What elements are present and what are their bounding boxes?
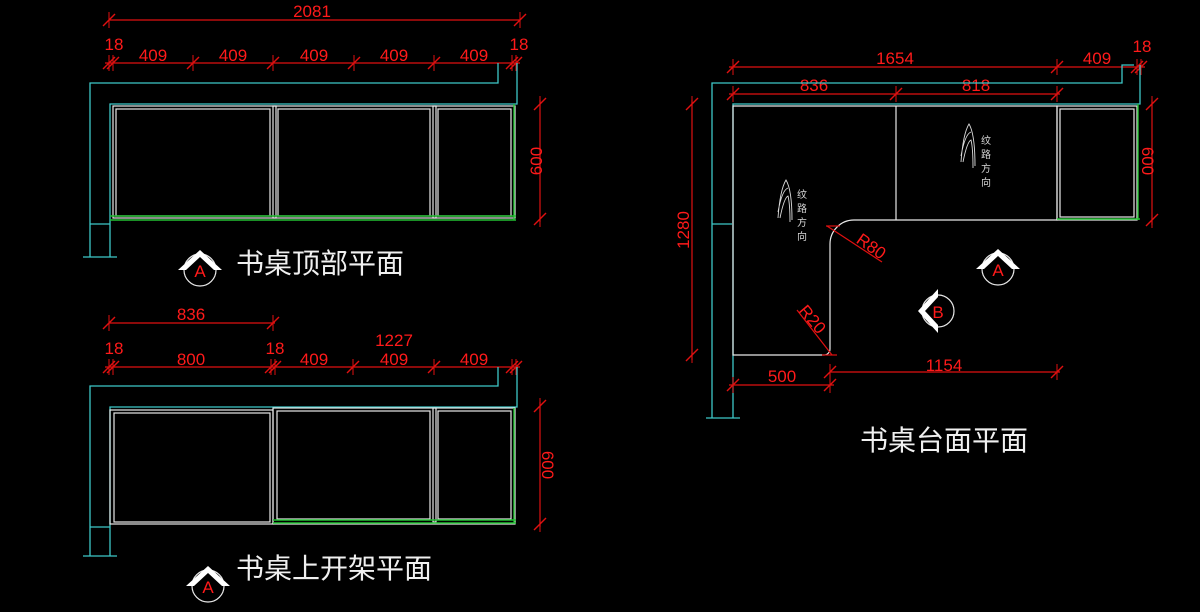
cabinet-panels [110,104,516,221]
dimension-label: 409 [1083,49,1111,68]
dimension-label: 500 [768,367,796,386]
section-label: A [202,578,214,597]
dimension-label: 409 [380,46,408,65]
dimension-label: 18 [1133,37,1152,56]
section-marker-b: B [918,289,955,333]
wall-outline [706,64,1141,419]
shelf-plan: 836 18 18 800 409 1227 409 409 [83,305,557,603]
shelf-panels [109,407,516,525]
radius-label: R20 [795,301,830,337]
dimension-label: 409 [460,350,488,369]
dimension-bays: 18 18 409 409 409 409 409 [102,35,529,72]
dimension-label: 1154 [926,356,963,375]
grain-direction-note: 纹 路 方 向 纹 路 方 向 [777,123,991,243]
dimension-label: 18 [105,339,124,358]
grain-icon [960,123,976,169]
dimension-depth: 600 [1138,95,1159,229]
top-plan: 2081 18 18 409 409 409 409 409 [83,2,547,287]
section-marker-a: A [976,249,1020,286]
grain-icon [777,179,793,223]
dimension-label: 600 [1138,147,1157,175]
grain-note-char: 向 [797,230,807,243]
grain-note-char: 方 [797,216,807,229]
section-label: A [992,261,1004,280]
dimension-label: 409 [300,46,328,65]
drawing-title: 书桌上开架平面 [236,552,432,585]
dimension-label: 409 [460,46,488,65]
dimension-label: 600 [538,451,557,479]
dimension-label: 18 [105,35,124,54]
counter-plan: 1654 409 18 836 818 1280 [674,37,1159,457]
section-marker-a: A [186,566,230,603]
dimension-label: 18 [510,35,529,54]
dimension-label: 409 [380,350,408,369]
drawing-title: 书桌台面平面 [860,424,1028,457]
grain-note-char: 向 [981,176,991,189]
grain-note-char: 方 [981,162,991,175]
dimension-label: 836 [800,76,828,95]
grain-note-char: 路 [797,202,807,215]
dimension-label: 836 [177,305,205,324]
wall-outline [83,367,518,557]
grain-note-char: 路 [981,148,991,161]
dimension-label: 600 [527,147,546,175]
dimension-label: 1654 [876,49,914,68]
dimension-label: 409 [139,46,167,65]
dimension-label: 409 [300,350,328,369]
dimension-overall: 2081 [102,2,527,29]
dimension-label: 1280 [674,211,693,249]
dimension-total-depth: 1280 [674,95,699,364]
dimension-depth: 600 [527,95,547,228]
wall-outline [83,63,518,258]
dimension-bays: 18 18 800 409 1227 409 409 [102,331,523,376]
dimension-label: 800 [177,350,205,369]
dimension-overall: 1654 409 18 [726,37,1152,76]
dimension-leg: 500 1154 [726,356,1064,394]
grain-note-char: 纹 [981,134,991,147]
section-marker-a: A [178,250,222,287]
dimension-label: 18 [266,339,285,358]
dimension-segments: 836 818 [726,76,1064,103]
dimension-depth: 600 [533,397,557,533]
radius-label: R80 [853,230,889,263]
drawing-title: 书桌顶部平面 [236,247,404,280]
grain-note-char: 纹 [797,188,807,201]
radius-labels: R80 R20 [795,225,889,356]
section-label: A [194,262,206,281]
dimension-label: 818 [962,76,990,95]
dimension-label: 409 [219,46,247,65]
dimension-label: 2081 [293,2,331,21]
section-label: B [932,303,943,322]
dimension-span: 836 [102,305,280,332]
dimension-label: 1227 [375,331,413,350]
